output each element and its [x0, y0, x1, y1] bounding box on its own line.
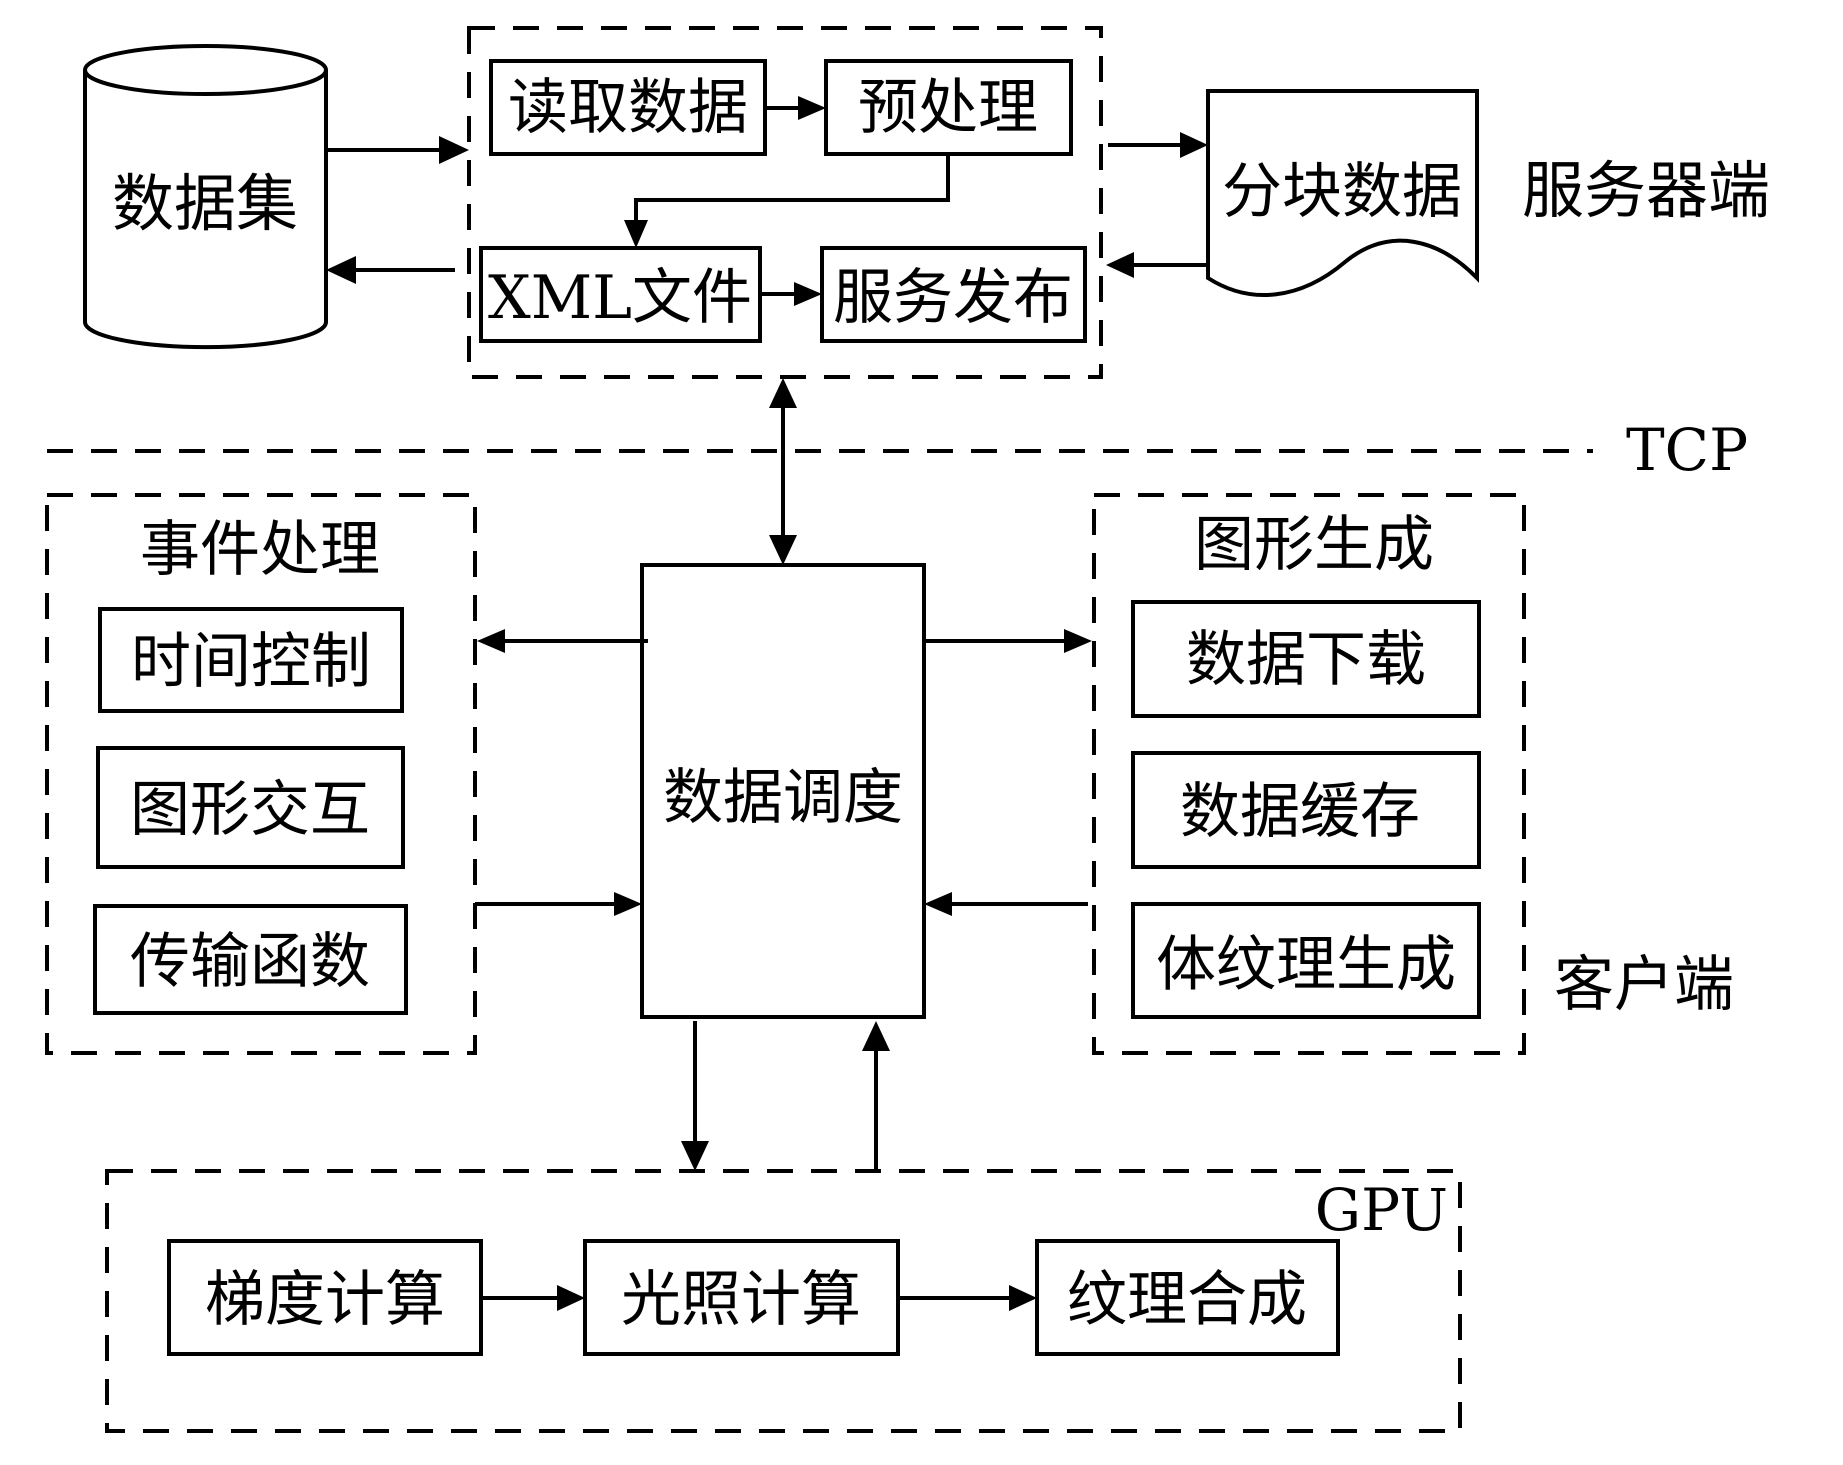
- preprocess-node: 预处理: [824, 59, 1073, 156]
- arrowhead-left: [1106, 252, 1134, 278]
- arrowhead-up: [862, 1021, 890, 1051]
- arrowhead-right: [439, 136, 469, 164]
- preprocess-label: 预处理: [858, 73, 1038, 143]
- graphics-item-box: [1131, 751, 1481, 869]
- graphics-item-volume-texture: 体纹理生成: [1131, 902, 1481, 1019]
- dataset-cylinder: 数据集: [83, 44, 328, 350]
- read-data-box: [489, 59, 767, 156]
- dataset-label: 数据集: [112, 167, 298, 240]
- server-region-label: 服务器端: [1522, 154, 1770, 227]
- event-item-box: [98, 607, 404, 713]
- gpu-step-label: 纹理合成: [1067, 1265, 1307, 1335]
- xml-file-box: [479, 246, 762, 343]
- gpu-step-lighting: 光照计算: [583, 1239, 900, 1356]
- event-group-title: 事件处理: [140, 515, 380, 585]
- arrowhead-right: [557, 1285, 585, 1311]
- graphics-item-label: 体纹理生成: [1156, 930, 1456, 1000]
- arrowhead-right: [1180, 132, 1208, 158]
- gpu-step-box: [167, 1239, 483, 1356]
- graphics-generation-group: [1092, 493, 1526, 1055]
- preprocess-to-xml-line: [634, 154, 950, 222]
- arrowhead-right: [1009, 1285, 1037, 1311]
- event-item-box: [96, 746, 405, 869]
- service-publish-label: 服务发布: [833, 263, 1073, 333]
- xml-file-node: XML文件: [479, 246, 762, 343]
- arrowhead-down: [769, 535, 797, 565]
- xml-file-label: XML文件: [488, 263, 752, 333]
- event-item-transfer-function: 传输函数: [93, 904, 408, 1015]
- event-item-label: 传输函数: [130, 927, 370, 997]
- block-data-label: 分块数据: [1222, 157, 1462, 227]
- graphics-item-label: 数据缓存: [1180, 777, 1420, 847]
- arrowhead-left: [924, 892, 952, 916]
- gpu-group: [105, 1169, 1462, 1433]
- gpu-step-label: 光照计算: [621, 1265, 861, 1335]
- preprocess-box: [824, 59, 1073, 156]
- event-item-label: 图形交互: [130, 775, 370, 845]
- arrowhead-right: [614, 892, 642, 916]
- arrowhead-down: [681, 1141, 709, 1171]
- cylinder-top: [83, 44, 328, 96]
- gpu-step-box: [1035, 1239, 1340, 1356]
- graphics-item-data-cache: 数据缓存: [1131, 751, 1481, 869]
- arrowhead-left: [477, 629, 505, 653]
- data-scheduler-node: 数据调度: [640, 563, 926, 1019]
- graphics-item-box: [1131, 600, 1481, 718]
- event-item-label: 时间控制: [131, 627, 371, 697]
- server-process-group: [467, 26, 1103, 379]
- event-item-box: [93, 904, 408, 1015]
- arrowhead-right: [794, 282, 822, 306]
- cylinder-body: [83, 70, 328, 350]
- arrowhead-right: [798, 96, 826, 120]
- gpu-step-gradient: 梯度计算: [167, 1239, 483, 1356]
- scheduler-box: [640, 563, 926, 1019]
- arrowhead-right: [1064, 629, 1092, 653]
- gpu-step-box: [583, 1239, 900, 1356]
- gpu-connectors: [481, 1285, 1037, 1311]
- graphics-item-box: [1131, 902, 1481, 1019]
- gpu-label: GPU: [1315, 1176, 1448, 1244]
- event-item-time-control: 时间控制: [98, 607, 404, 713]
- graphics-group-title: 图形生成: [1194, 510, 1434, 580]
- service-publish-box: [820, 246, 1087, 343]
- server-scheduler-link: [769, 378, 797, 565]
- client-region-label: 客户端: [1554, 950, 1734, 1020]
- arrowhead-up: [769, 378, 797, 408]
- document-shape: [1206, 89, 1479, 297]
- graphics-item-label: 数据下载: [1186, 625, 1426, 695]
- read-data-label: 读取数据: [508, 73, 748, 143]
- client-connectors: [475, 629, 1092, 1171]
- block-data-document: 分块数据: [1206, 89, 1479, 297]
- arrowhead-down: [624, 220, 648, 248]
- server-connectors: [326, 96, 1208, 306]
- event-item-graphic-interaction: 图形交互: [96, 746, 405, 869]
- gpu-step-label: 梯度计算: [205, 1265, 445, 1335]
- scheduler-label: 数据调度: [663, 763, 903, 833]
- service-publish-node: 服务发布: [820, 246, 1087, 343]
- tcp-label: TCP: [1626, 416, 1748, 484]
- gpu-step-texture-compose: 纹理合成: [1035, 1239, 1340, 1356]
- read-data-node: 读取数据: [489, 59, 767, 156]
- event-handling-group: [45, 493, 477, 1055]
- arrowhead-left: [326, 256, 356, 284]
- graphics-item-data-download: 数据下载: [1131, 600, 1481, 718]
